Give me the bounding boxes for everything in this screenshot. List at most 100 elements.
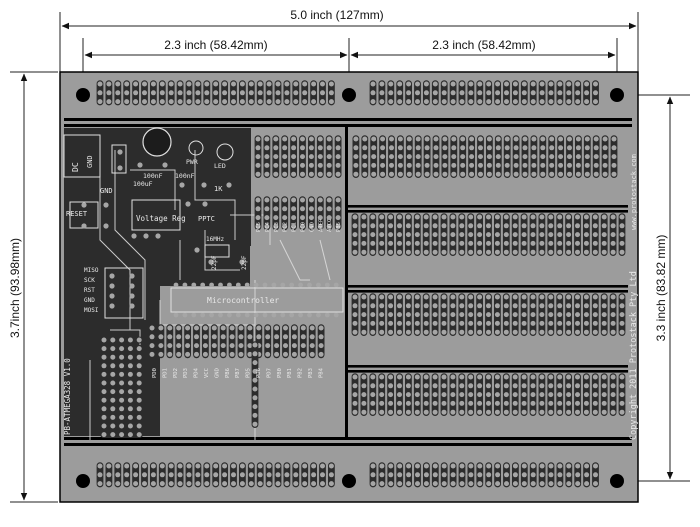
- pad: [142, 463, 147, 469]
- pad: [575, 249, 580, 255]
- silk-cap-100uf: 100uF: [133, 180, 153, 188]
- pad: [549, 145, 555, 151]
- prototyping-strips: [96, 80, 599, 488]
- pad: [451, 145, 457, 151]
- pad: [291, 343, 297, 349]
- pad: [168, 472, 174, 478]
- pad: [539, 463, 545, 469]
- pad: [432, 249, 438, 255]
- component-pad: [131, 233, 137, 239]
- pad: [432, 214, 438, 220]
- pad: [389, 154, 394, 160]
- pad: [530, 392, 536, 398]
- pad: [380, 154, 386, 160]
- pad: [414, 374, 420, 380]
- pad: [450, 392, 456, 398]
- pad: [275, 90, 281, 96]
- pad: [486, 329, 491, 335]
- pad: [611, 136, 617, 142]
- pad: [566, 303, 572, 309]
- pad: [328, 472, 334, 478]
- pad: [566, 214, 572, 220]
- pad: [477, 409, 483, 415]
- mounting-hole: [76, 88, 90, 102]
- pad: [521, 81, 527, 87]
- pad: [231, 481, 236, 487]
- port-label: PB2: [298, 368, 304, 378]
- pad: [592, 223, 598, 229]
- pad: [460, 145, 466, 151]
- pad: [424, 136, 430, 142]
- pad: [592, 312, 598, 318]
- pad: [433, 171, 439, 177]
- pad: [308, 154, 314, 160]
- pad: [494, 223, 500, 229]
- pad: [326, 136, 332, 142]
- pad: [503, 383, 509, 389]
- pad: [406, 171, 412, 177]
- pad: [584, 99, 590, 105]
- pad: [211, 351, 217, 357]
- pad: [522, 154, 528, 160]
- pad: [282, 136, 288, 142]
- pad: [575, 214, 580, 220]
- pad: [557, 481, 563, 487]
- pad: [459, 320, 465, 326]
- pad: [504, 154, 510, 160]
- pad: [432, 294, 438, 300]
- pad: [379, 392, 385, 398]
- pad: [361, 294, 367, 300]
- pad: [575, 383, 580, 389]
- pad: [486, 320, 491, 326]
- pad: [252, 342, 258, 348]
- pad: [601, 320, 607, 326]
- pad: [423, 240, 429, 246]
- pad: [405, 329, 411, 335]
- component-pad: [129, 303, 135, 309]
- component-pad: [109, 273, 115, 279]
- pad: [521, 320, 527, 326]
- pad: [504, 463, 509, 469]
- component-pad: [202, 201, 208, 207]
- pad: [486, 154, 492, 160]
- pad: [202, 343, 208, 349]
- pad: [361, 232, 367, 238]
- pad: [127, 354, 133, 360]
- pad: [575, 145, 581, 151]
- pad: [308, 145, 314, 151]
- pad: [361, 312, 367, 318]
- pad: [504, 162, 510, 168]
- pad: [583, 223, 589, 229]
- pad: [486, 374, 491, 380]
- pad: [211, 325, 217, 331]
- pad: [300, 145, 305, 151]
- pad: [106, 99, 112, 105]
- pad: [459, 312, 465, 318]
- header-strip-bottom: [166, 324, 174, 359]
- pad: [539, 223, 545, 229]
- pad: [213, 90, 219, 96]
- pad: [326, 171, 332, 177]
- pad: [239, 463, 245, 469]
- pad: [521, 249, 527, 255]
- pad: [512, 223, 518, 229]
- pad: [415, 154, 421, 160]
- pad: [300, 334, 306, 340]
- pad: [540, 171, 546, 177]
- circuit-traces: [89, 140, 331, 440]
- pad: [610, 400, 616, 406]
- pad: [504, 81, 509, 87]
- pad: [459, 249, 465, 255]
- pad: [432, 312, 438, 318]
- pad: [521, 312, 527, 318]
- pad: [177, 472, 183, 478]
- pad: [503, 374, 509, 380]
- pad: [592, 249, 598, 255]
- pad: [414, 303, 420, 309]
- pad: [257, 472, 263, 478]
- pad: [127, 423, 133, 429]
- pad: [275, 463, 281, 469]
- pad: [167, 351, 173, 357]
- pad: [308, 171, 314, 177]
- pad: [414, 392, 420, 398]
